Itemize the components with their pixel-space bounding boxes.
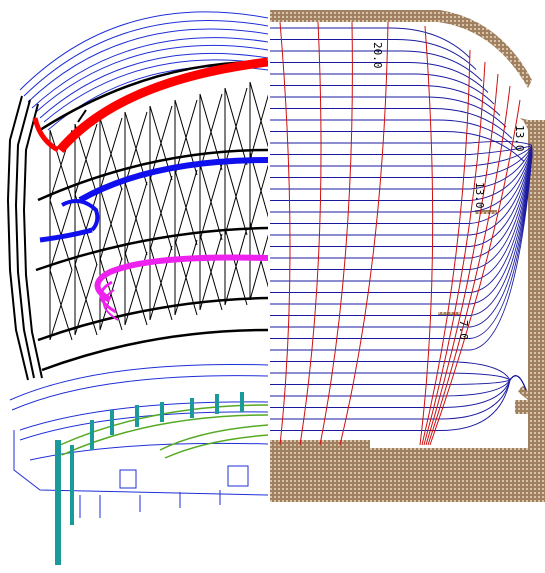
- cage-member: [174, 239, 198, 316]
- cage-member: [174, 169, 198, 246]
- right-notch-top: [520, 118, 529, 150]
- cage-member: [49, 269, 73, 341]
- cage-member: [224, 157, 248, 236]
- cage-member: [224, 227, 248, 306]
- flux-line: [421, 49, 471, 446]
- right-wall: [528, 120, 545, 470]
- field-line: [270, 85, 501, 116]
- cage-member: [249, 151, 268, 231]
- field-line: [270, 155, 533, 351]
- cage-member: [199, 233, 223, 311]
- field-line: [270, 119, 519, 151]
- base-post: [55, 440, 61, 565]
- inner-baffle-upper: [475, 210, 497, 214]
- cage-member: [249, 221, 268, 301]
- cage-diagonal-members: [49, 81, 268, 341]
- field-line: [270, 147, 533, 190]
- base-post: [160, 402, 164, 422]
- field-line: [270, 145, 533, 155]
- contour-label-7: 7.0: [457, 320, 470, 340]
- structure-wireframe-panel: [0, 0, 268, 573]
- flux-lines: [279, 21, 521, 446]
- field-line: [270, 39, 477, 70]
- cage-member: [199, 163, 223, 241]
- field-line: [270, 150, 533, 259]
- base-post: [240, 392, 244, 412]
- lower-coil: [94, 254, 268, 321]
- cage-member: [224, 87, 248, 166]
- base-structure: [9, 363, 268, 520]
- flux-line: [427, 85, 511, 446]
- flux-line: [319, 21, 353, 446]
- field-line: [270, 375, 527, 431]
- flux-line: [419, 25, 434, 446]
- field-line: [270, 145, 533, 167]
- flux-line: [425, 73, 499, 446]
- field-line: [270, 147, 533, 201]
- contour-label-20: 20.0: [371, 42, 384, 69]
- field-line: [270, 148, 533, 213]
- field-lines: [270, 27, 533, 431]
- field-line: [270, 62, 489, 93]
- cage-member: [74, 263, 98, 336]
- field-line: [270, 131, 525, 162]
- wireframe-cage: [35, 60, 268, 372]
- field-line: [270, 153, 533, 316]
- flux-line: [339, 21, 389, 446]
- cage-member: [199, 93, 223, 171]
- field-line: [270, 146, 533, 178]
- contour-labels: 20.0 13.0 13.0 7.0: [371, 42, 526, 340]
- flux-line: [299, 21, 322, 446]
- flux-line: [423, 61, 486, 446]
- cage-member: [249, 81, 268, 161]
- base-post: [215, 394, 219, 414]
- inner-baffle-lower: [438, 312, 460, 316]
- outer-top-ring: [19, 11, 268, 131]
- cage-member: [124, 181, 148, 256]
- field-line: [270, 151, 533, 270]
- base-ring: [59, 404, 268, 459]
- left-outer-struts: [6, 95, 43, 381]
- structure-wireframe-drawing: [6, 11, 268, 565]
- field-line: [270, 150, 533, 247]
- field-line: [270, 50, 483, 82]
- vessel-boundary: [270, 10, 545, 502]
- contour-label-13-lower: 13.0: [473, 182, 486, 209]
- cage-member: [99, 187, 123, 261]
- field-contour-plot: 20.0 13.0 13.0 7.0: [270, 10, 545, 502]
- field-line: [270, 149, 533, 224]
- flux-line: [429, 99, 521, 446]
- field-line: [270, 149, 533, 236]
- cage-member: [149, 175, 173, 251]
- cage-member: [99, 117, 123, 191]
- right-notch-bottom: [518, 386, 528, 400]
- flux-line: [279, 21, 291, 446]
- right-step: [515, 400, 528, 414]
- contour-label-13-upper: 13.0: [513, 125, 526, 152]
- base-plate-posts: [55, 392, 244, 565]
- base-post: [90, 420, 94, 450]
- base-post: [190, 398, 194, 418]
- field-contour-panel: 20.0 13.0 13.0 7.0: [270, 0, 545, 510]
- field-line: [270, 140, 533, 146]
- base-post: [135, 405, 139, 427]
- base-post: [70, 445, 74, 525]
- mid-coil: [39, 157, 268, 243]
- bottom-wall: [270, 448, 545, 502]
- top-wall: [270, 10, 532, 88]
- field-line: [270, 27, 471, 59]
- field-line: [270, 73, 495, 105]
- base-post: [110, 410, 114, 435]
- field-line: [270, 152, 533, 293]
- top-beam-coil: [32, 57, 268, 153]
- field-line: [270, 108, 513, 139]
- field-line: [270, 96, 507, 128]
